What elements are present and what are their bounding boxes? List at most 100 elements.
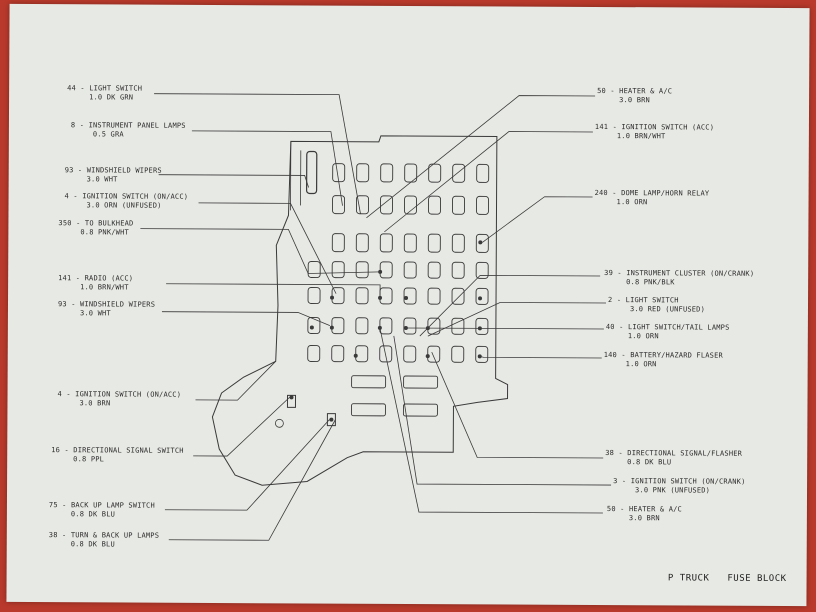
terminal-cell [379, 317, 393, 335]
caption-component: FUSE BLOCK [727, 573, 787, 584]
caption-vehicle: P TRUCK [667, 573, 710, 584]
terminal-cell [355, 233, 369, 253]
relay-slot [350, 403, 386, 417]
leader-line [379, 327, 603, 514]
fuse-block-diagram [140, 93, 612, 541]
terminal-cell [475, 261, 489, 279]
terminal-cell [403, 345, 417, 363]
leader-line [384, 131, 593, 233]
terminal-cell [355, 287, 369, 305]
terminal-cell [452, 195, 466, 215]
wire-terminal-dot [478, 296, 483, 301]
terminal-cell [427, 233, 441, 253]
terminal-cell [427, 287, 441, 305]
terminal-cell [452, 163, 466, 183]
leader-line [405, 327, 604, 330]
terminal-cell [451, 345, 465, 363]
terminal-slot [305, 150, 318, 195]
label-radio-acc: 141 - RADIO (ACC)1.0 BRN/WHT [58, 274, 134, 292]
terminal-cell [307, 261, 321, 278]
leader-line [479, 355, 602, 359]
leader-line [168, 419, 336, 541]
terminal-cell [379, 345, 393, 363]
terminal-cell [380, 163, 394, 183]
leader-line [366, 95, 596, 219]
leader-line [193, 397, 290, 457]
leader-line [427, 302, 607, 337]
terminal-cell [356, 195, 370, 215]
terminal-cell [379, 287, 393, 305]
page-caption: P TRUCK FUSE BLOCK [650, 573, 787, 584]
terminal-cell [403, 287, 417, 305]
leader-line [198, 202, 337, 294]
terminal-cell [307, 345, 321, 362]
terminal-cell [331, 261, 345, 279]
fuse-block-edge-detail [290, 141, 302, 211]
leader-line [158, 174, 309, 188]
terminal-cell [355, 345, 369, 363]
label-ignition-switch-on-crank: 3 - IGNITION SWITCH (ON/CRANK)3.0 PNK (U… [613, 477, 746, 495]
leader-line [419, 274, 601, 337]
terminal-cell [428, 163, 442, 183]
terminal-cell [476, 163, 490, 183]
wire-terminal-dot [378, 295, 383, 300]
wire-terminal-dot [425, 354, 430, 359]
terminal-cell [307, 287, 321, 304]
terminal-cell [428, 195, 442, 215]
leader-line [393, 335, 612, 486]
terminal-cell [331, 317, 345, 335]
label-ignition-switch-acc: 141 - IGNITION SWITCH (ACC)1.0 BRN/WHT [594, 122, 715, 141]
leader-line [431, 351, 604, 459]
wire-terminal-dot [404, 295, 409, 300]
terminal-cell [307, 317, 321, 334]
terminal-cell [427, 345, 441, 363]
terminal-cell [475, 317, 489, 335]
terminal-cell [403, 233, 417, 253]
terminal-cell [403, 317, 417, 335]
terminal-cell [451, 287, 465, 305]
terminal-cells [286, 150, 490, 427]
leader-line [154, 93, 361, 214]
label-ignition-switch-on-acc-brn: 4 - IGNITION SWITCH (ON/ACC)3.0 BRN [57, 390, 182, 408]
leader-line [164, 419, 330, 511]
leader-line [191, 130, 343, 206]
wire-terminal-dot [353, 353, 358, 358]
relay-slot [402, 403, 438, 417]
fuse-block-body [211, 135, 509, 486]
terminal-cell [379, 261, 393, 279]
leader-line [140, 228, 381, 274]
terminal-cell [380, 195, 394, 215]
relay-slot [403, 375, 439, 389]
terminal-cell [355, 261, 369, 279]
wire-terminal-dot [289, 395, 294, 400]
wire-terminal-dot [329, 417, 334, 422]
wire-terminal-dot [329, 325, 334, 330]
leader-lines [140, 93, 612, 541]
terminal-cell [355, 317, 369, 335]
terminal-cell [356, 163, 370, 183]
leader-line [161, 311, 331, 326]
terminal-cell [475, 345, 489, 363]
terminal-cell [331, 233, 345, 253]
terminal-cell [475, 233, 489, 253]
mounting-hole [274, 418, 284, 428]
label-instrument-cluster: 39 - INSTRUMENT CLUSTER (ON/CRANK)0.8 PN… [604, 269, 755, 287]
terminal-cell [451, 317, 465, 335]
wire-terminal-dot [330, 295, 335, 300]
leader-line [195, 361, 276, 401]
